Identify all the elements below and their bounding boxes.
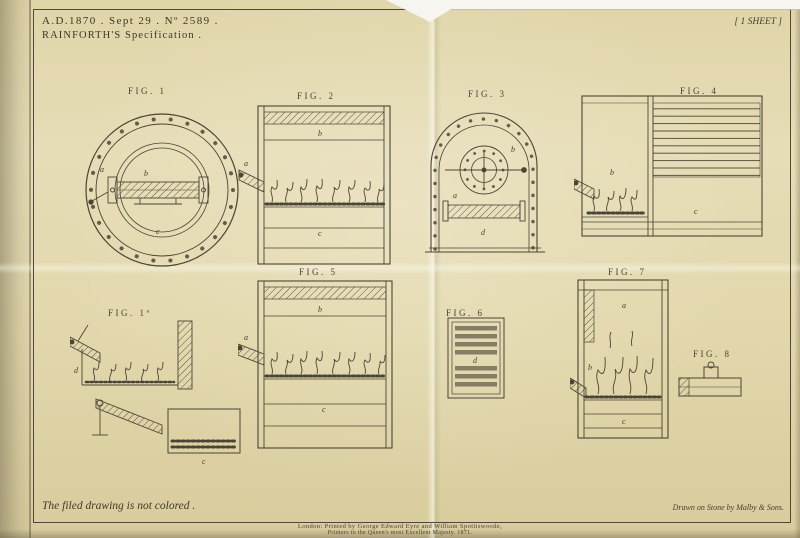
feed-mechanism: [88, 176, 209, 205]
figure-2-label: FIG. 2: [297, 91, 336, 101]
svg-text:d: d: [481, 228, 486, 237]
svg-text:c: c: [694, 207, 698, 216]
imprint-line-2: Printers to the Queen's most Excellent M…: [327, 530, 473, 536]
paper-left-edge-line: [29, 0, 31, 538]
figure-3-drawing: a b d: [425, 112, 545, 253]
door-wheel: [445, 145, 527, 195]
svg-text:c: c: [622, 417, 626, 426]
svg-text:b: b: [318, 305, 322, 314]
lithographer-credit: Drawn on Stone by Malby & Sons.: [672, 503, 784, 512]
feed-chute: [570, 377, 587, 399]
tube-bank: [652, 102, 761, 178]
upper-view: [70, 320, 193, 390]
grate-slats: [455, 326, 497, 387]
rivet-ring: [89, 117, 235, 263]
feed-chute: [574, 178, 595, 200]
svg-text:d: d: [473, 356, 478, 365]
figure-5-label: FIG. 5: [299, 267, 338, 277]
svg-text:b: b: [318, 129, 322, 138]
figure-2-drawing: a b c: [238, 105, 391, 265]
figure-1-drawing: a b c: [85, 113, 239, 267]
svg-text:a: a: [244, 159, 248, 168]
paper-right-edge-shadow: [794, 0, 800, 538]
figure-7-drawing: a b c: [570, 279, 669, 439]
svg-text:b: b: [588, 363, 592, 372]
svg-text:b: b: [610, 168, 614, 177]
svg-text:c: c: [322, 405, 326, 414]
figure-8-drawing: [678, 361, 742, 397]
figure-8-label: FIG. 8: [693, 349, 732, 359]
fire-flames: [270, 350, 386, 375]
fold-crease-horizontal: [0, 262, 800, 274]
figure-1-label: FIG. 1: [128, 86, 167, 96]
fire-flames: [592, 187, 638, 212]
svg-text:c: c: [202, 457, 206, 466]
figure-3-label: FIG. 3: [468, 89, 507, 99]
header: A.D.1870 . Sept 29 . Nº 2589 . RAINFORTH…: [42, 15, 219, 41]
fire-flames: [92, 361, 164, 382]
figure-1a-drawing: d c: [70, 320, 241, 466]
svg-text:c: c: [318, 229, 322, 238]
svg-text:b: b: [511, 145, 515, 154]
svg-text:a: a: [244, 333, 248, 342]
figure-5-drawing: a b c: [238, 280, 393, 449]
feed-chute: [95, 398, 163, 435]
svg-text:b: b: [144, 169, 148, 178]
feed-chute: [238, 343, 265, 366]
feed-chute: [238, 169, 265, 193]
svg-text:a: a: [100, 165, 104, 174]
fire-flames: [596, 330, 654, 395]
figure-4-drawing: b c: [574, 95, 763, 237]
imprint-line-1: London: Printed by George Edward Eyre an…: [297, 523, 503, 530]
paper-left-edge-shadow: [0, 0, 33, 538]
rivet-ring: [433, 117, 535, 251]
fire-flames: [270, 178, 385, 203]
sheet-count-label: [ 1 SHEET ]: [734, 17, 782, 27]
fold-crease-vertical: [427, 0, 441, 538]
printer-imprint: London: Printed by George Edward Eyre an…: [0, 523, 800, 536]
header-title-line: RAINFORTH'S Specification .: [42, 30, 203, 41]
figure-6-drawing: d: [447, 317, 505, 399]
lower-view: [92, 398, 241, 454]
paper-bottom-edge-shadow: [0, 529, 800, 538]
header-date-line: A.D.1870 . Sept 29 . Nº 2589 .: [42, 15, 219, 27]
svg-text:a: a: [453, 191, 457, 200]
figure-7-label: FIG. 7: [608, 267, 647, 277]
feed-chute: [70, 336, 101, 363]
svg-text:d: d: [74, 366, 79, 375]
figure-1a-label: FIG. 1ª: [108, 308, 152, 318]
figure-4-label: FIG. 4: [680, 86, 719, 96]
scan-background-strip: [428, 0, 800, 10]
figure-6-label: FIG. 6: [446, 308, 485, 318]
svg-text:a: a: [622, 301, 626, 310]
feed-trough: [442, 200, 526, 222]
footer-note: The filed drawing is not colored .: [42, 500, 196, 512]
svg-text:c: c: [156, 227, 160, 236]
